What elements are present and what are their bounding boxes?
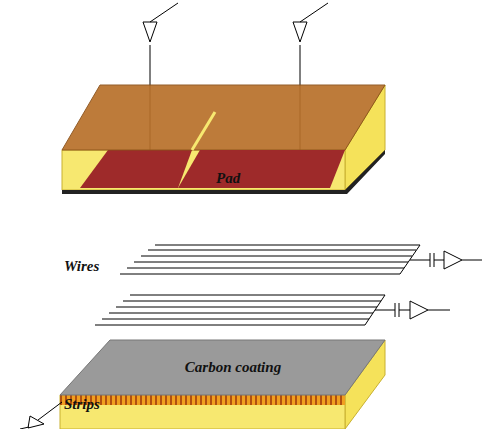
wire bbox=[130, 295, 385, 296]
wire bbox=[127, 268, 404, 269]
block-top bbox=[62, 85, 385, 150]
capacitor-symbol bbox=[395, 303, 396, 317]
carbon-coating-surface: Carbon coating bbox=[60, 340, 386, 395]
strip-readout bbox=[20, 402, 62, 429]
amplifier-symbol bbox=[143, 22, 157, 42]
pad-electrode: Pad bbox=[178, 148, 346, 190]
strip-layer bbox=[60, 395, 345, 405]
signal-line bbox=[375, 310, 395, 311]
wire bbox=[123, 301, 381, 302]
block-front bbox=[60, 395, 345, 429]
block-front bbox=[62, 150, 345, 190]
amplifier-symbol bbox=[410, 301, 428, 319]
readout-line bbox=[300, 3, 328, 22]
wire bbox=[148, 250, 416, 251]
wire bbox=[134, 262, 408, 263]
wire bbox=[141, 256, 412, 257]
signal-line bbox=[399, 310, 410, 311]
wire-group bbox=[120, 245, 482, 274]
readout-line bbox=[38, 402, 62, 420]
wire bbox=[95, 325, 365, 326]
outline-polygon bbox=[60, 340, 385, 395]
signal-line bbox=[428, 310, 450, 311]
readout-line bbox=[20, 427, 29, 429]
amplifier-symbol bbox=[444, 251, 462, 269]
signal-line bbox=[462, 260, 482, 261]
block-base bbox=[62, 150, 385, 194]
capacitor-symbol bbox=[430, 253, 431, 267]
signal-line bbox=[434, 260, 444, 261]
wire bbox=[116, 307, 377, 308]
wire bbox=[102, 319, 369, 320]
wire bbox=[109, 313, 373, 314]
signal-line bbox=[410, 260, 430, 261]
node-label: Carbon coating bbox=[185, 359, 281, 376]
node-label: Pad bbox=[216, 170, 240, 187]
outline-shape bbox=[178, 148, 346, 190]
wires-label: Wires bbox=[64, 258, 99, 275]
wire-group bbox=[95, 295, 450, 325]
readout-line bbox=[150, 3, 178, 22]
pad-left bbox=[80, 150, 192, 188]
strips-label: Strips bbox=[64, 396, 100, 413]
outline-polygon bbox=[178, 150, 345, 188]
wire bbox=[155, 245, 420, 246]
wire bbox=[120, 274, 400, 275]
pad-gap bbox=[192, 112, 215, 150]
amplifier-symbol bbox=[293, 22, 307, 42]
amplifier-symbol bbox=[28, 416, 44, 428]
